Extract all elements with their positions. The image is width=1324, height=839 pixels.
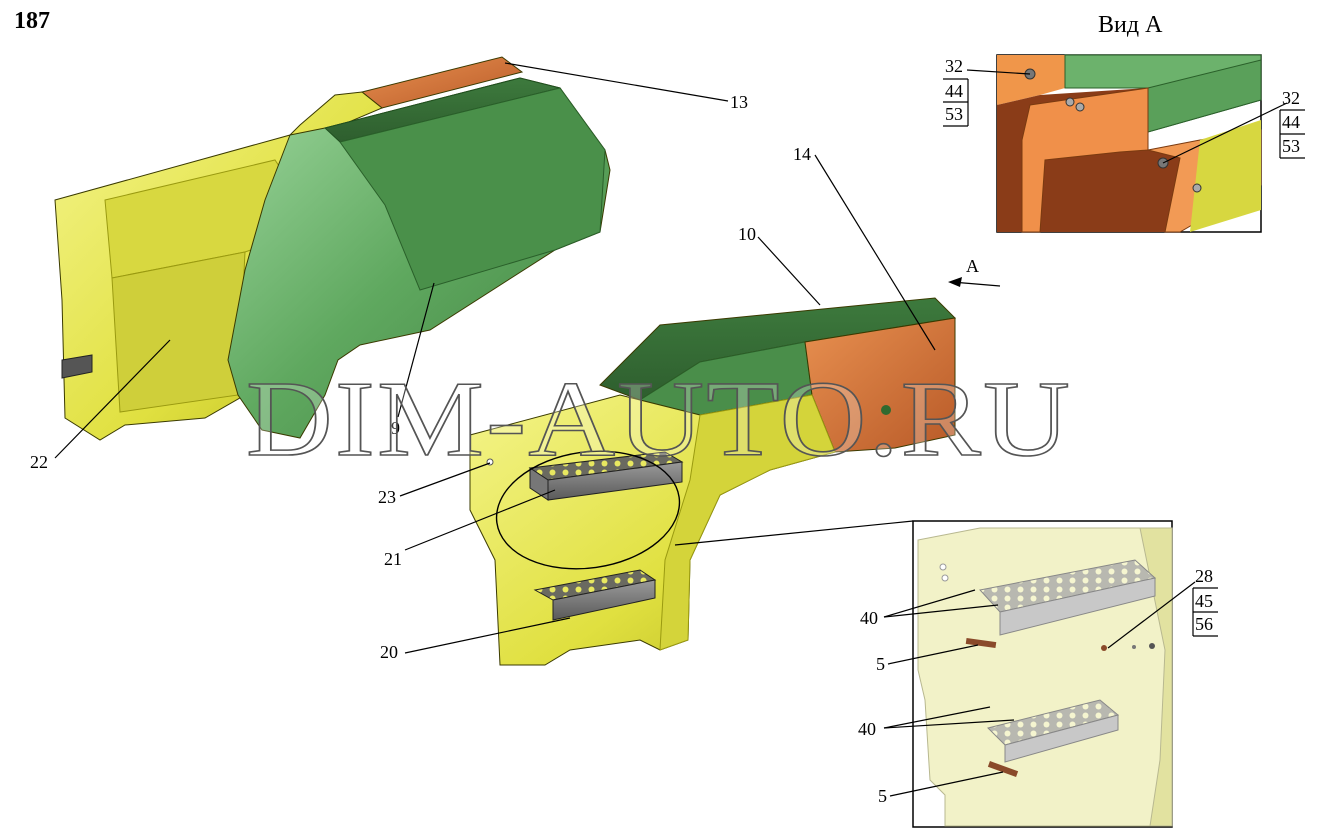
detail-callout-40-top: 40 <box>860 608 878 628</box>
view-a-left-callout-2: 44 <box>945 81 963 101</box>
detail-inset <box>912 520 1173 828</box>
callout-9: 9 <box>391 418 400 438</box>
view-a-right-callout-2: 44 <box>1282 112 1300 132</box>
callout-23: 23 <box>378 487 396 507</box>
view-a-left-callout-3: 53 <box>945 104 963 124</box>
detail-highlight-circle <box>495 450 681 570</box>
left-bracket <box>61 354 93 379</box>
detail-callout-40-bottom: 40 <box>858 719 876 739</box>
view-a-left-callout-1: 32 <box>945 56 963 76</box>
leader-lines <box>54 62 1288 797</box>
view-a-inset <box>996 54 1262 233</box>
yellow-lower-box <box>111 251 246 413</box>
right-assembly <box>469 297 957 666</box>
detail-callout-5-bottom: 5 <box>878 786 887 806</box>
view-a-title: Вид А <box>1098 12 1163 38</box>
callout-13: 13 <box>730 92 748 112</box>
watermark-text: DIM-AUTO.RU <box>246 360 1072 479</box>
yellow-arch-edge <box>659 394 836 651</box>
view-a-right-callout-1: 32 <box>1282 88 1300 108</box>
view-arrow-label: A <box>966 256 979 276</box>
detail-callout-28: 28 <box>1195 566 1213 586</box>
callout-22: 22 <box>30 452 48 472</box>
callout-20: 20 <box>380 642 398 662</box>
green-side-panel <box>339 87 606 291</box>
view-a-right-callout-3: 53 <box>1282 136 1300 156</box>
detail-callout-56: 56 <box>1195 614 1213 634</box>
detail-callout-5-top: 5 <box>876 654 885 674</box>
callout-21: 21 <box>384 549 402 569</box>
page-number: 187 <box>14 8 50 34</box>
detail-callout-45: 45 <box>1195 591 1213 611</box>
lower-step-rail <box>552 579 656 621</box>
callout-10: 10 <box>738 224 756 244</box>
callout-14: 14 <box>793 144 811 164</box>
callouts: 13 14 10 9 22 23 21 20 A 32 44 53 32 44 … <box>30 56 1305 806</box>
left-assembly <box>54 56 611 441</box>
